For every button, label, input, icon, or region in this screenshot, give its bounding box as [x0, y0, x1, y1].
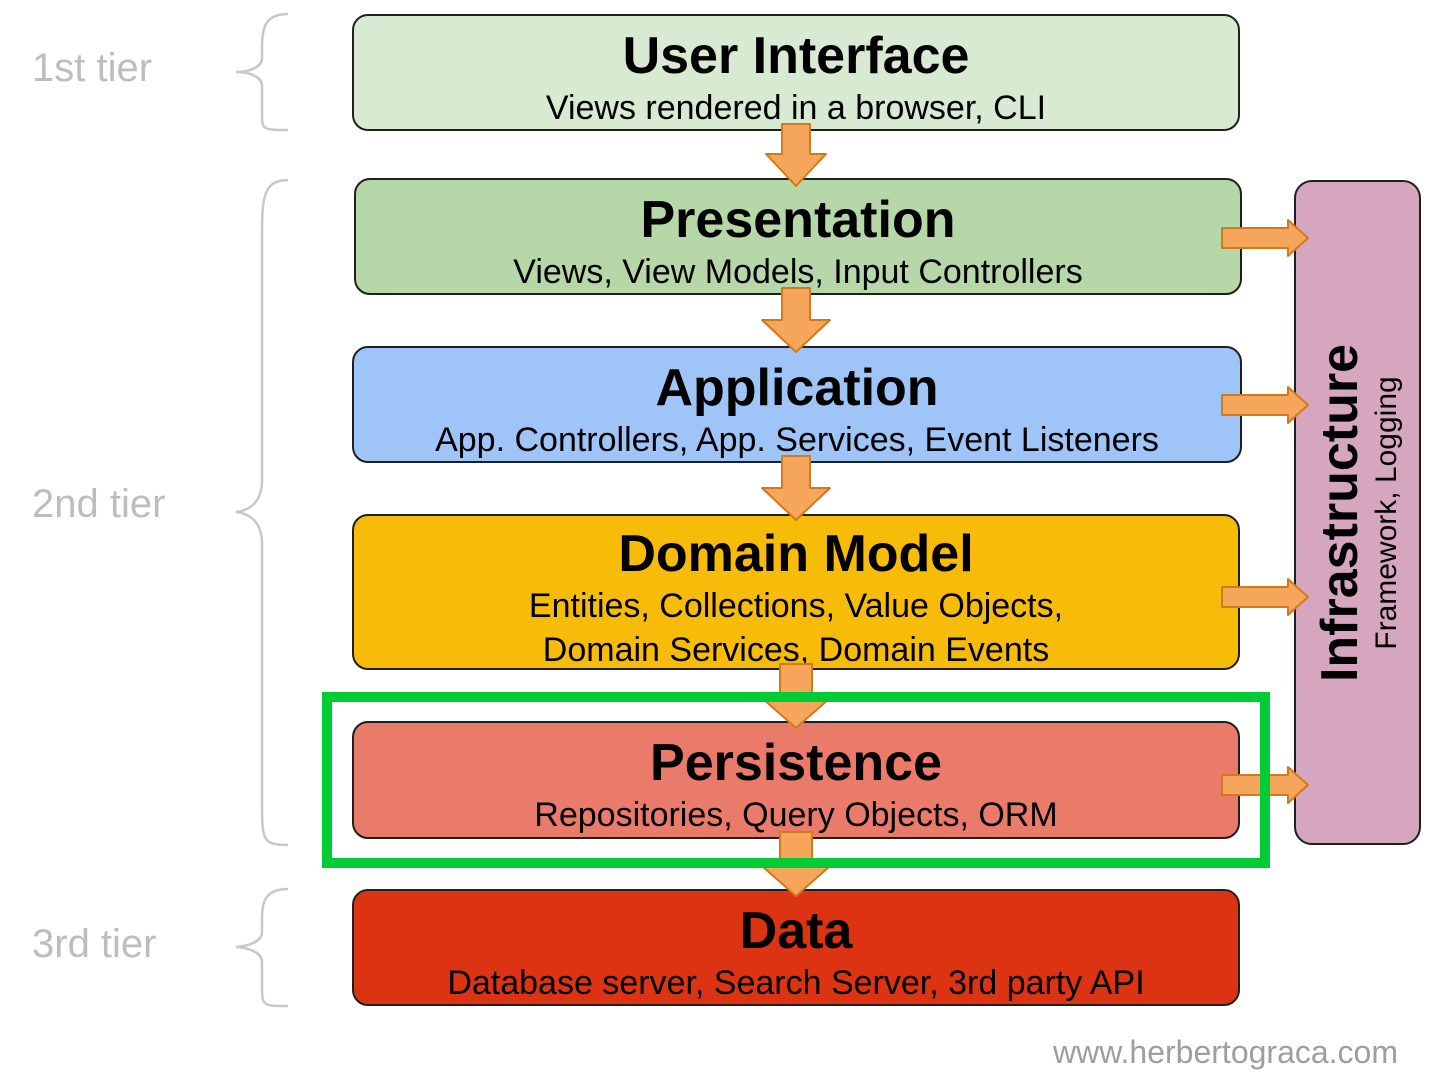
tier-label-3rd: 3rd tier: [32, 922, 157, 966]
layer-title: User Interface: [622, 27, 970, 85]
tier-label-1st: 1st tier: [32, 46, 153, 90]
tier-1-brace: [235, 12, 289, 132]
layer-subtitle: Views, View Models, Input Controllers: [513, 253, 1083, 291]
layer-persistence: Persistence Repositories, Query Objects,…: [352, 721, 1240, 839]
arrow-right-presentation-to-infrastructure: [1221, 219, 1309, 257]
layer-title: Domain Model: [618, 525, 974, 583]
arrow-right-domain-to-infrastructure: [1221, 578, 1309, 616]
layer-title: Persistence: [650, 734, 942, 792]
layer-user-interface: User Interface Views rendered in a brows…: [352, 14, 1240, 131]
layer-subtitle-line2: Domain Services, Domain Events: [542, 631, 1050, 669]
layer-title: Application: [655, 359, 939, 417]
tier-3-brace: [235, 887, 289, 1008]
watermark: www.herbertograca.com: [1052, 1034, 1398, 1070]
infrastructure-column: Infrastructure Framework, Logging: [1294, 180, 1421, 845]
tier-label-2nd: 2nd tier: [32, 482, 166, 526]
arrow-down-presentation-to-application: [761, 287, 831, 353]
arrow-down-ui-to-presentation: [765, 123, 827, 187]
layer-subtitle: App. Controllers, App. Services, Event L…: [435, 421, 1159, 459]
arrow-down-application-to-domain: [761, 455, 831, 521]
layer-subtitle: Database server, Search Server, 3rd part…: [447, 964, 1145, 1002]
arrow-right-application-to-infrastructure: [1221, 386, 1309, 424]
layer-subtitle-line1: Entities, Collections, Value Objects,: [528, 587, 1064, 625]
layer-title: Data: [739, 902, 853, 960]
layer-data: Data Database server, Search Server, 3rd…: [352, 889, 1240, 1006]
layer-domain-model: Domain Model Entities, Collections, Valu…: [352, 514, 1240, 670]
layer-subtitle: Repositories, Query Objects, ORM: [534, 796, 1058, 834]
layer-title: Presentation: [640, 191, 956, 249]
persistence-highlight-frame: [322, 692, 1270, 868]
tier-2-brace: [235, 178, 289, 847]
layer-subtitle: Views rendered in a browser, CLI: [545, 89, 1047, 127]
layer-application: Application App. Controllers, App. Servi…: [352, 346, 1242, 463]
